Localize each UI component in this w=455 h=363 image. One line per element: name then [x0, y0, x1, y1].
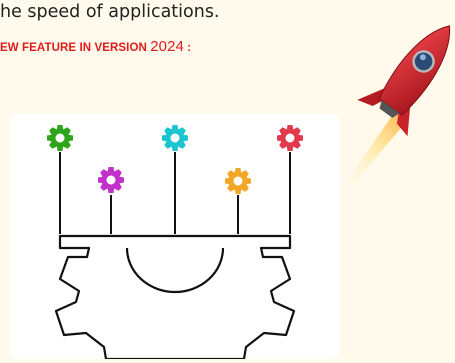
- rocket-flame: [342, 110, 406, 188]
- gear-icon-magenta: [98, 167, 124, 193]
- rocket-window: [412, 50, 435, 73]
- gear-icon-red: [277, 125, 303, 151]
- gear-icon-cyan: [162, 125, 188, 151]
- gear-icon-orange: [225, 168, 251, 194]
- gear-stems: [59, 152, 291, 234]
- feature-heading-suffix: :: [184, 42, 192, 54]
- gears-illustration: [47, 125, 303, 361]
- gears-illustration-card: [10, 114, 340, 361]
- large-gear-hub: [125, 247, 225, 294]
- rocket-window-glare: [419, 54, 426, 61]
- rocket-icon: [342, 25, 450, 188]
- rocket-nozzle: [379, 100, 400, 118]
- intro-text: he speed of applications.: [0, 2, 220, 22]
- feature-heading-prefix: EW FEATURE IN VERSION: [0, 42, 151, 54]
- rocket-left-fin: [357, 86, 390, 107]
- large-gear-base: [54, 234, 296, 361]
- gear-icon-green: [47, 125, 73, 151]
- feature-version-year: 2024: [150, 38, 184, 55]
- feature-heading: EW FEATURE IN VERSION 2024 :: [0, 38, 191, 55]
